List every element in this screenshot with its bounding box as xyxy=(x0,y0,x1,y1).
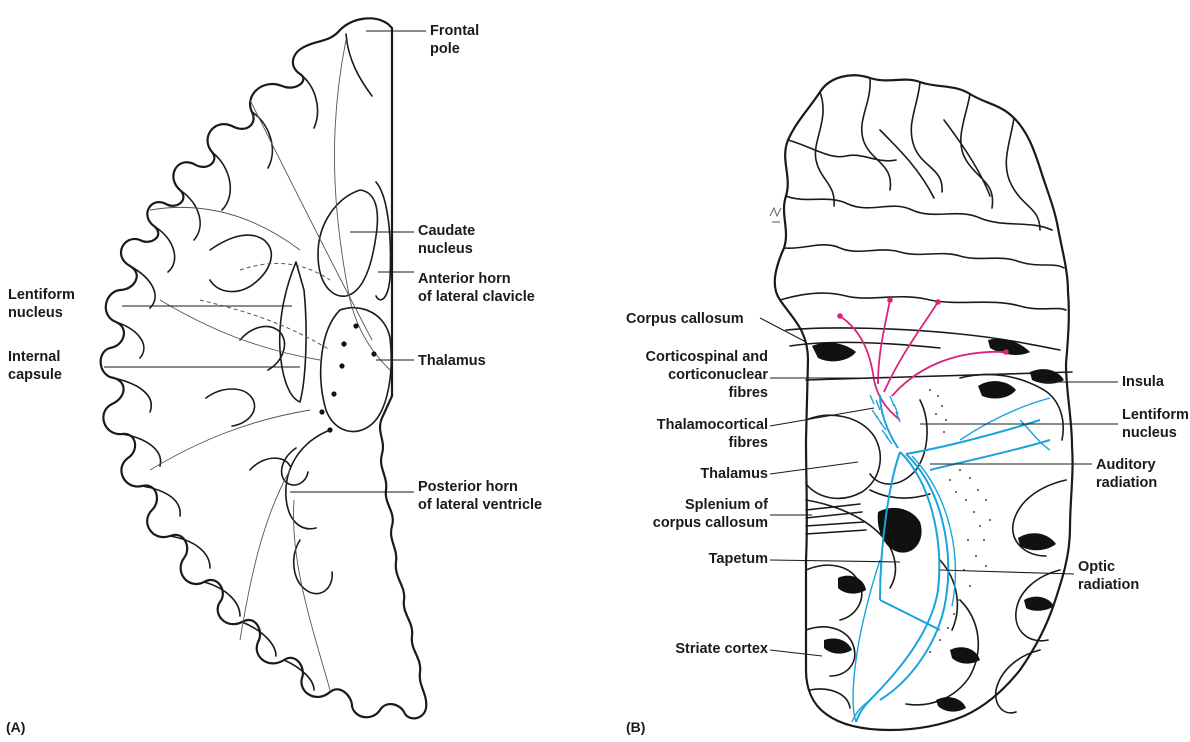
label-corticospinal-line1: Corticospinal and xyxy=(620,348,768,366)
label-thalamocortical-line2: fibres xyxy=(620,434,768,452)
label-corticospinal-fibres: Corticospinal and corticonuclear fibres xyxy=(620,348,768,402)
label-optic-radiation: Optic radiation xyxy=(1078,558,1139,594)
label-auditory-radiation: Auditory radiation xyxy=(1096,456,1157,492)
label-internal-capsule: Internal capsule xyxy=(8,348,62,384)
label-thalamus-b: Thalamus xyxy=(620,465,768,483)
panel-b-letter: (B) xyxy=(626,718,645,736)
label-optic-line2: radiation xyxy=(1078,576,1139,594)
label-insula: Insula xyxy=(1122,373,1164,391)
label-optic-line1: Optic xyxy=(1078,558,1139,576)
label-caudate-line2: nucleus xyxy=(418,240,475,258)
label-corpus-callosum: Corpus callosum xyxy=(626,310,744,328)
label-corticospinal-line2: corticonuclear xyxy=(620,366,768,384)
label-caudate-line1: Caudate xyxy=(418,222,475,240)
label-splenium-line1: Splenium of xyxy=(620,496,768,514)
label-thalamus-a: Thalamus xyxy=(418,352,486,370)
label-tapetum: Tapetum xyxy=(620,550,768,568)
label-anterior-horn-line2: of lateral clavicle xyxy=(418,288,535,306)
label-thalamocortical-line1: Thalamocortical xyxy=(620,416,768,434)
label-striate-cortex: Striate cortex xyxy=(620,640,768,658)
label-posterior-horn: Posterior horn of lateral ventricle xyxy=(418,478,542,514)
label-internal-capsule-line2: capsule xyxy=(8,366,62,384)
label-caudate-nucleus: Caudate nucleus xyxy=(418,222,475,258)
label-lentiform-a-line2: nucleus xyxy=(8,304,75,322)
label-posterior-horn-line1: Posterior horn xyxy=(418,478,542,496)
label-auditory-line1: Auditory xyxy=(1096,456,1157,474)
label-lentiform-a-line1: Lentiform xyxy=(8,286,75,304)
label-auditory-line2: radiation xyxy=(1096,474,1157,492)
label-splenium: Splenium of corpus callosum xyxy=(620,496,768,532)
label-anterior-horn: Anterior horn of lateral clavicle xyxy=(418,270,535,306)
panel-a-drawing xyxy=(101,18,427,718)
panel-b-drawing xyxy=(760,75,1118,730)
label-lentiform-nucleus-b: Lentiform nucleus xyxy=(1122,406,1189,442)
label-frontal-pole-line1: Frontal xyxy=(430,22,479,40)
label-internal-capsule-line1: Internal xyxy=(8,348,62,366)
label-frontal-pole-line2: pole xyxy=(430,40,479,58)
label-frontal-pole: Frontal pole xyxy=(430,22,479,58)
label-lentiform-b-line1: Lentiform xyxy=(1122,406,1189,424)
label-lentiform-nucleus-a: Lentiform nucleus xyxy=(8,286,75,322)
label-thalamocortical-fibres: Thalamocortical fibres xyxy=(620,416,768,452)
label-corticospinal-line3: fibres xyxy=(620,384,768,402)
label-anterior-horn-line1: Anterior horn xyxy=(418,270,535,288)
label-posterior-horn-line2: of lateral ventricle xyxy=(418,496,542,514)
panel-a-letter: (A) xyxy=(6,718,25,736)
label-splenium-line2: corpus callosum xyxy=(620,514,768,532)
label-lentiform-b-line2: nucleus xyxy=(1122,424,1189,442)
